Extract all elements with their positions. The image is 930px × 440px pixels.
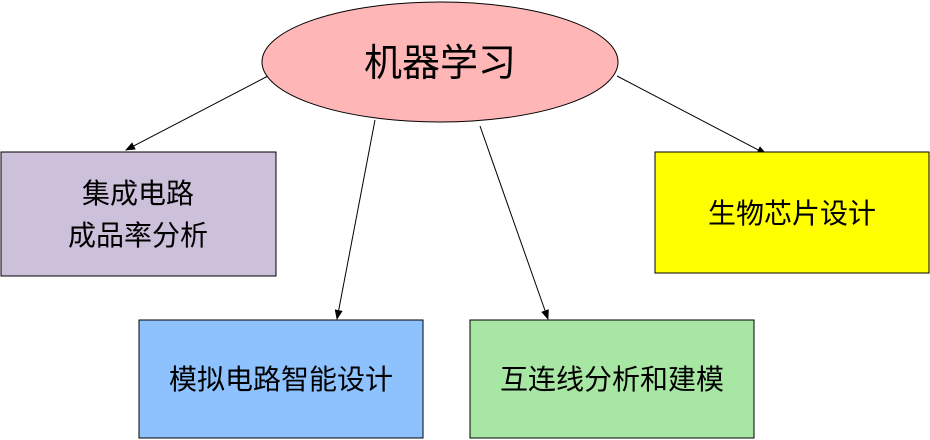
interconnect-node-label: 互连线分析和建模 [500,363,724,396]
ic-yield-node-line-1: 集成电路 [82,177,194,210]
arrow-to-ic-yield [125,75,269,151]
root-node-ellipse [261,1,619,123]
arrow-to-interconnect [479,125,549,320]
root-node-label: 机器学习 [364,41,516,85]
biochip-node-label: 生物芯片设计 [708,197,876,230]
arrow-to-biochip [616,75,767,155]
arrow-to-analog-design [334,119,376,320]
interconnect-node-box [469,319,755,439]
biochip-node-box [654,151,930,274]
analog-design-node-box [138,319,424,439]
ic-yield-node-box [0,151,277,277]
analog-design-node-label: 模拟电路智能设计 [169,363,393,396]
ic-yield-node-line-2: 成品率分析 [68,219,208,252]
